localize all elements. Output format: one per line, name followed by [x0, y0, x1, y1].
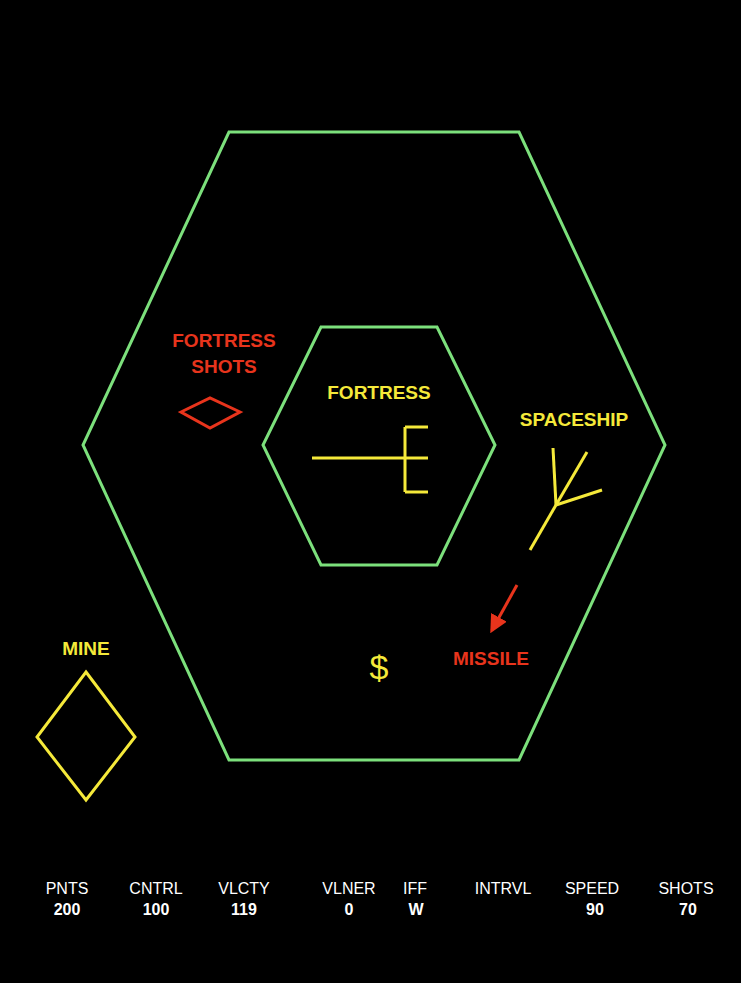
node-shape	[181, 398, 240, 428]
stat-header: VLNER	[322, 880, 375, 898]
bonus-symbol: $	[370, 648, 389, 687]
node-label: FORTRESS	[279, 380, 479, 406]
outer-hexagon	[83, 132, 665, 760]
stat-value: 0	[345, 901, 354, 919]
stat-header: INTRVL	[475, 880, 532, 898]
fortress-symbol	[312, 427, 428, 492]
stat-value: 200	[54, 901, 81, 919]
stat-value: 70	[679, 901, 697, 919]
node-outline	[30, 636, 142, 806]
spaceship-label: SPACESHIP	[520, 409, 628, 431]
stat-header: CNTRL	[129, 880, 182, 898]
stat-header: IFF	[403, 880, 427, 898]
stat-value: W	[408, 901, 423, 919]
stat-header: VLCTY	[218, 880, 270, 898]
fortress-hexagon: FORTRESS	[263, 327, 495, 565]
stat-value: 90	[586, 901, 604, 919]
node-label: FORTRESS SHOTS	[159, 328, 289, 380]
node-label: MINE	[30, 636, 142, 662]
stat-value: 119	[231, 901, 257, 919]
stat-header: PNTS	[46, 880, 89, 898]
stat-header: SHOTS	[658, 880, 713, 898]
stat-header: SPEED	[565, 880, 619, 898]
mine-marker: MINE	[30, 636, 142, 806]
spaceship-symbol	[530, 448, 602, 550]
node-shape	[263, 327, 495, 565]
missile-arrow	[492, 585, 517, 630]
missile-label: MISSILE	[453, 648, 529, 670]
stat-value: 100	[143, 901, 170, 919]
node-outline	[263, 327, 495, 565]
node-shape	[37, 672, 135, 800]
